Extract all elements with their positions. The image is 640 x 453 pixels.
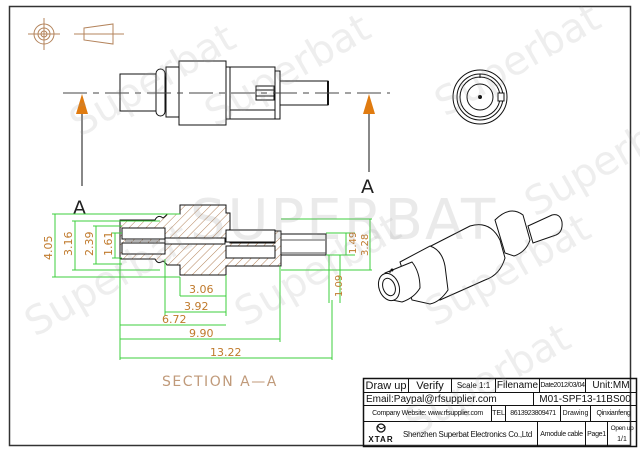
drawing-frame xyxy=(8,5,632,447)
sheet-count: 1/1 xyxy=(617,436,627,443)
verify-label: Verify xyxy=(416,379,444,392)
email-value: Email:Paypal@rfsupplier.com xyxy=(366,393,497,405)
date-value: Date2012/03/04 xyxy=(540,382,585,389)
open-up-label: Open up xyxy=(610,424,634,432)
dim-1-61: 1.61 xyxy=(102,232,115,257)
dim-2-39: 2.39 xyxy=(83,232,96,257)
dimension-labels: 4.05 3.16 2.39 1.61 1.49 3.28 1.09 3.06 … xyxy=(42,232,371,360)
dim-1-09: 1.09 xyxy=(334,275,345,297)
section-view xyxy=(119,204,327,276)
xtar-logo-icon xyxy=(376,423,386,433)
dim-9-90: 9.90 xyxy=(189,327,214,340)
part-number-value: M01-SPF13-11BS00 xyxy=(539,393,631,405)
dim-3-06: 3.06 xyxy=(189,283,214,296)
website-value: Company Website: www.rfsupplier.com xyxy=(372,410,483,417)
scale-label: Scale 1:1 xyxy=(456,381,491,390)
page-number: Page1 xyxy=(587,430,606,438)
cable-type: Amodule cable xyxy=(540,430,583,438)
dimension-lines xyxy=(52,213,372,360)
dim-3-28: 3.28 xyxy=(360,234,371,256)
logo-text: XTAR xyxy=(368,434,394,444)
drawer-value: Qinxianfeng xyxy=(596,410,631,417)
title-block-grid xyxy=(362,377,638,448)
section-title: SECTION A—A xyxy=(162,374,278,390)
view-marker-bottom-label: A xyxy=(361,176,374,198)
dim-3-92: 3.92 xyxy=(184,300,209,313)
filename-label: Filename xyxy=(496,380,539,391)
section-marker-right xyxy=(363,94,375,172)
unit-value: Unit:MM xyxy=(592,380,630,391)
connector-end-view xyxy=(452,69,508,125)
tel-value: 8613923809471 xyxy=(510,410,556,417)
dim-1-49: 1.49 xyxy=(348,232,359,254)
projection-symbol-icon xyxy=(28,18,124,50)
dim-13-22: 13.22 xyxy=(210,346,242,359)
company-name: Shenzhen Superbat Electronics Co.,Ltd xyxy=(403,429,532,439)
dim-4-05: 4.05 xyxy=(42,236,55,261)
draw-up-label: Draw up xyxy=(365,379,407,392)
connector-3d-view xyxy=(377,210,563,305)
section-marker-left xyxy=(76,94,88,186)
tel-label: TEL xyxy=(492,410,505,417)
drawing-label: Drawing xyxy=(562,410,589,417)
view-marker-top-label: A xyxy=(73,197,86,219)
dim-3-16: 3.16 xyxy=(62,232,75,257)
dim-6-72: 6.72 xyxy=(162,313,187,326)
